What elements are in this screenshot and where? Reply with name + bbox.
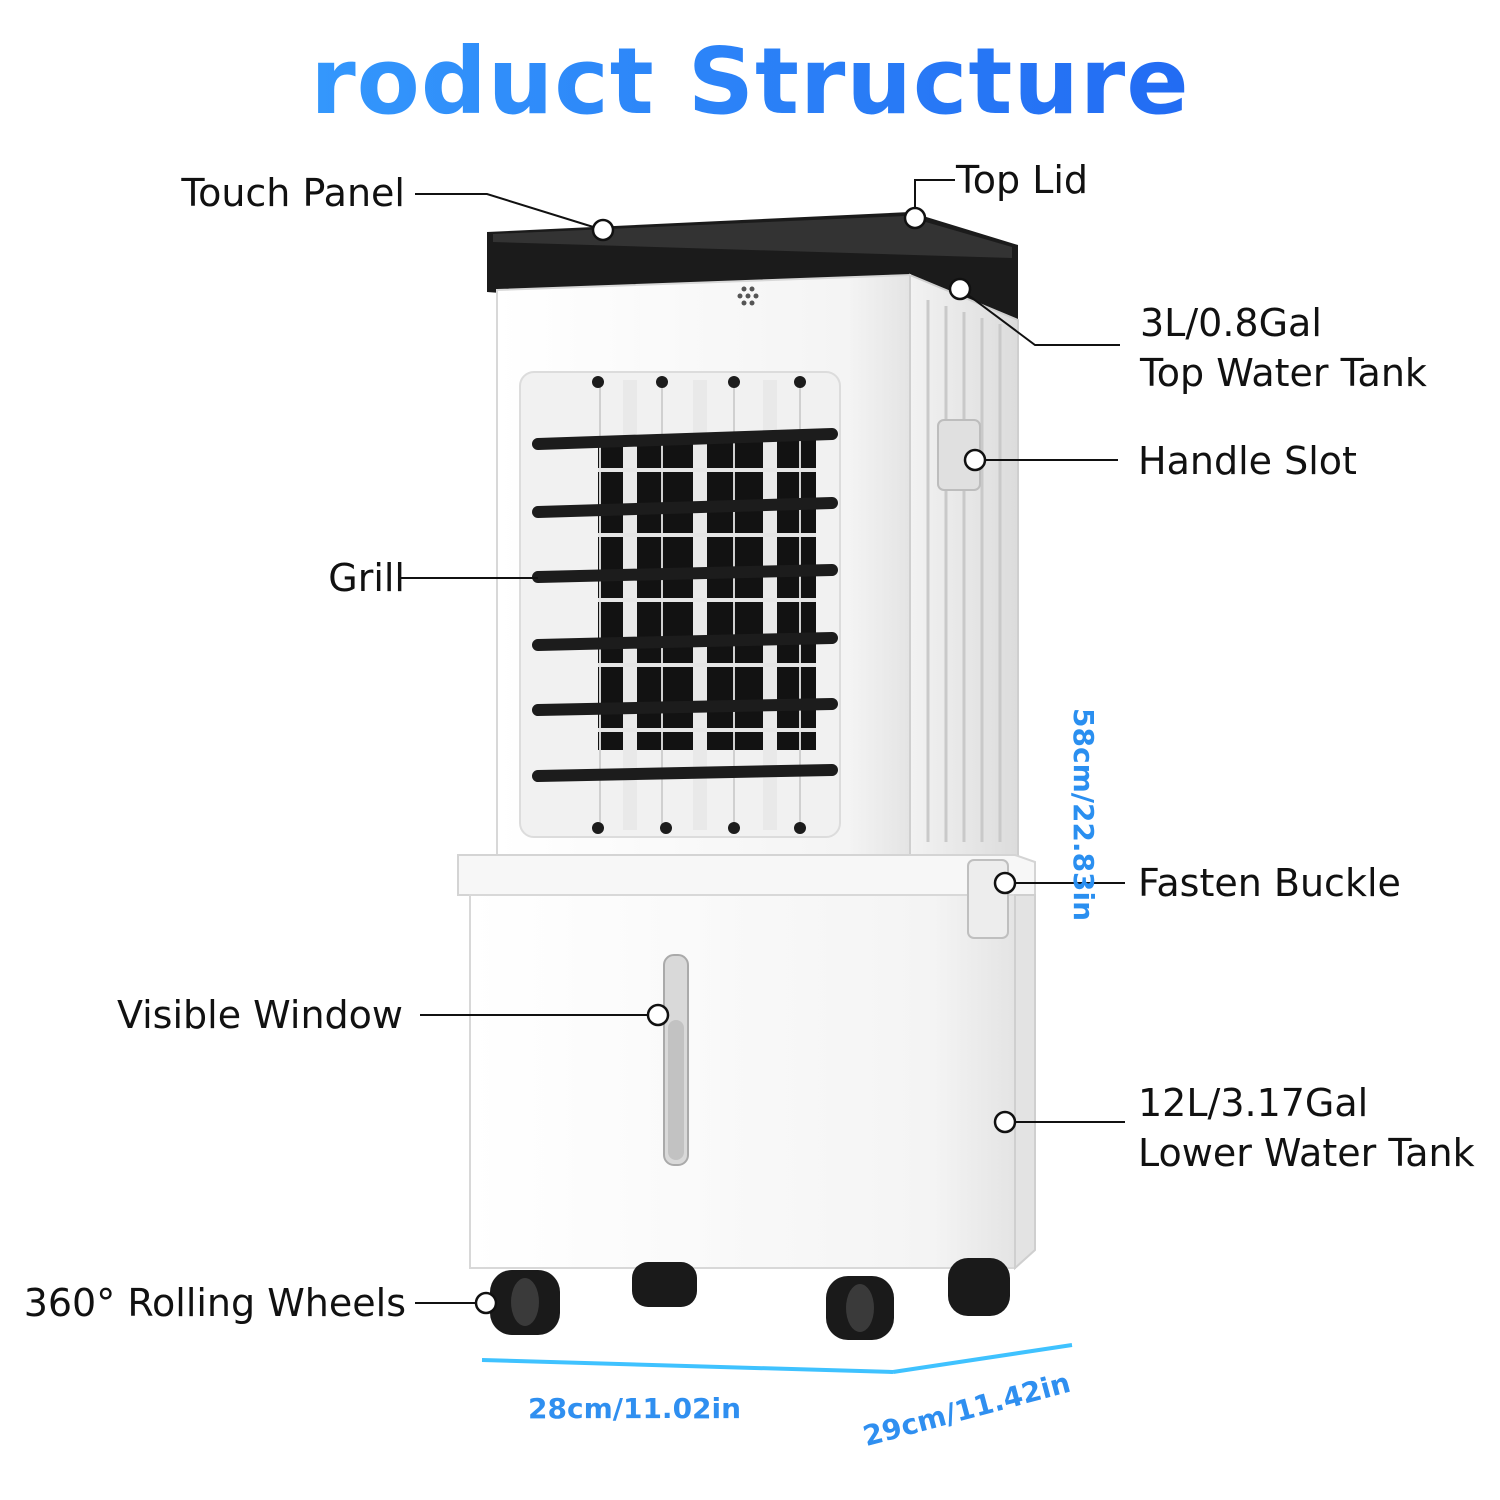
dimension-lines: [481, 245, 1074, 1374]
label-handle-slot: Handle Slot: [1138, 439, 1357, 483]
side-vents: [926, 300, 1002, 842]
rolling-wheels: [490, 1258, 1010, 1340]
front-grill: [519, 371, 841, 838]
page-title: roduct Structure: [0, 28, 1500, 135]
label-grill: Grill: [328, 556, 405, 600]
label-touch-panel: Touch Panel: [181, 171, 405, 215]
marker-dots: [474, 206, 1017, 1315]
dimension-height: 58cm/22.83in: [1067, 708, 1100, 922]
label-visible-window: Visible Window: [116, 993, 403, 1037]
sensor-dots: [737, 286, 759, 306]
lower-water-tank: [457, 854, 1036, 1271]
louver-bars: [532, 428, 838, 782]
label-rolling-wheels: 360° Rolling Wheels: [23, 1281, 406, 1325]
label-top-lid: Top Lid: [956, 158, 1089, 202]
label-fasten-buckle: Fasten Buckle: [1138, 861, 1401, 905]
label-lower-tank-capacity: 12L/3.17Gal: [1138, 1081, 1369, 1125]
label-lower-water-tank: Lower Water Tank: [1138, 1131, 1475, 1175]
leader-lines: [400, 179, 1125, 1304]
label-top-tank-capacity: 3L/0.8Gal: [1140, 301, 1322, 345]
fasten-buckle: [967, 859, 1009, 939]
dimension-width: 28cm/11.02in: [528, 1392, 742, 1425]
label-top-water-tank: Top Water Tank: [1140, 351, 1427, 395]
